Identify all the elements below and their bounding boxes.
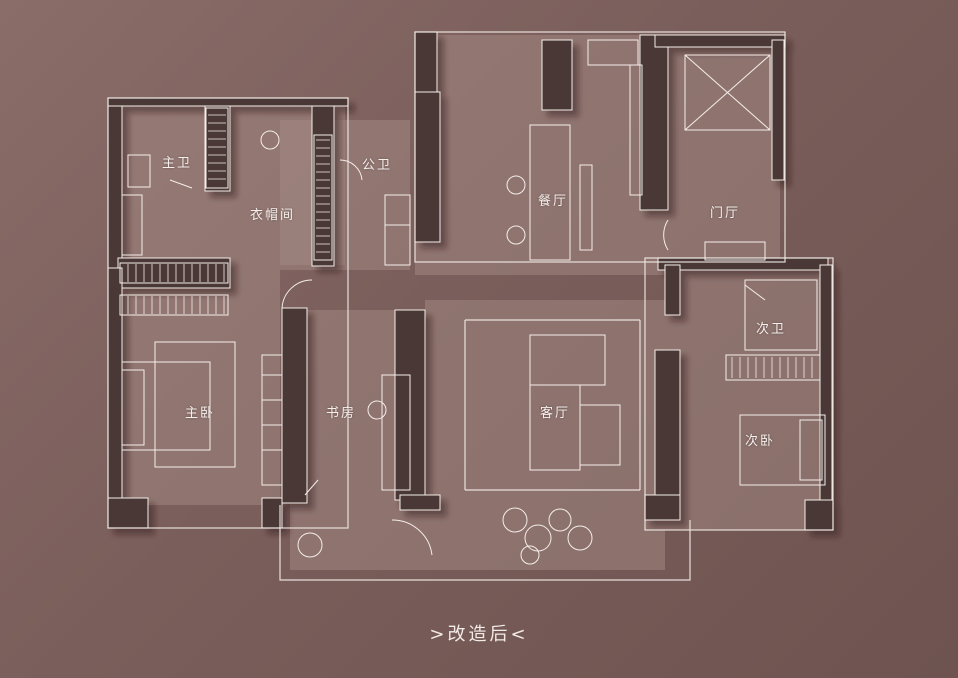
outline	[107, 31, 834, 581]
label-study: 书房	[326, 406, 357, 421]
label-walk-in-closet: 衣帽间	[250, 208, 296, 223]
label-master-bath: 主卫	[162, 156, 193, 171]
doors	[169, 159, 766, 556]
label-living: 客厅	[540, 406, 571, 421]
label-public-bath: 公卫	[362, 158, 393, 173]
label-entry: 门厅	[710, 206, 741, 221]
furniture	[121, 39, 826, 565]
label-master-bedroom: 主卧	[185, 406, 216, 421]
closet-hatching	[119, 107, 821, 381]
closet-hanger-lines	[127, 114, 813, 378]
label-dining: 餐厅	[538, 194, 569, 209]
plan-caption: >改造后<	[429, 624, 529, 645]
label-second-bath: 次卫	[756, 322, 787, 337]
label-second-bedroom: 次卧	[745, 434, 776, 449]
